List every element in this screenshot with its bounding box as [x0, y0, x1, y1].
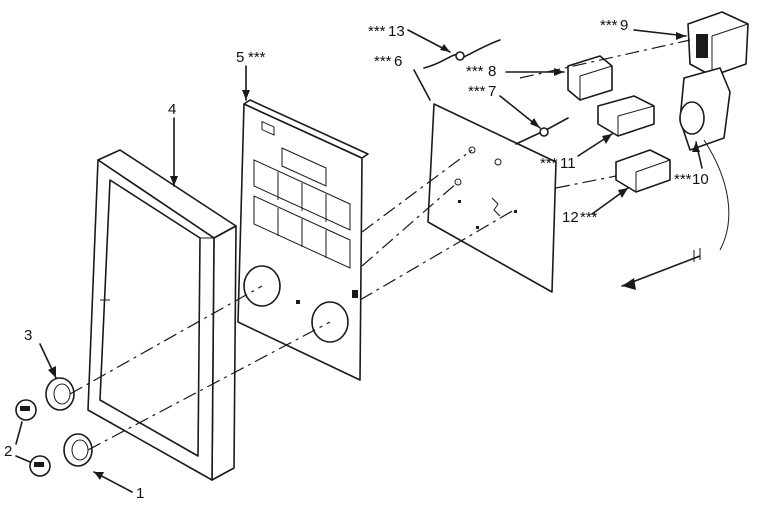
callout-7-asterisks: ***: [468, 83, 486, 100]
part-2-knob-upper: [15, 399, 37, 421]
part-12-switch: [615, 149, 671, 193]
callout-6-asterisks: ***: [374, 53, 392, 70]
part-1-bezel: [63, 433, 93, 467]
callout-13-asterisks: ***: [368, 23, 386, 40]
callout-2: 2: [4, 443, 12, 460]
part-4-door-frame: [87, 149, 237, 481]
leader-lines: [15, 29, 703, 493]
part-3-bezel: [45, 377, 75, 411]
callout-3: 3: [24, 327, 32, 344]
part-11-switch: [597, 95, 655, 137]
part-7-wire-connector: [515, 117, 569, 145]
part-6-mounting-plate: [427, 103, 557, 293]
callout-12: 12: [562, 209, 579, 226]
callout-10-asterisks: ***: [674, 171, 692, 188]
callout-9: 9: [620, 17, 628, 34]
callout-8-asterisks: ***: [466, 63, 484, 80]
part-2-knob-lower: [29, 455, 51, 477]
callout-11-asterisks: ***: [540, 155, 558, 172]
callout-11: 11: [560, 155, 576, 172]
callout-9-asterisks: ***: [600, 17, 618, 34]
callout-4: 4: [168, 101, 176, 118]
callout-7: 7: [488, 83, 496, 100]
part-8-relay: [567, 55, 613, 101]
part-5-control-panel: [237, 99, 369, 381]
part-10-timer-motor: [679, 67, 731, 251]
callout-10: 10: [692, 171, 709, 188]
callout-13: 13: [388, 23, 405, 40]
callout-8: 8: [488, 63, 496, 80]
wire-break-arrow: [621, 248, 701, 290]
callout-6: 6: [394, 53, 402, 70]
callout-5: 5: [236, 49, 244, 66]
part-13-wire-connector: [423, 39, 501, 69]
callout-5-asterisks: ***: [248, 49, 266, 66]
part-9-transformer: [687, 11, 749, 77]
callout-1: 1: [136, 485, 144, 502]
callout-12-asterisks: ***: [580, 209, 598, 226]
